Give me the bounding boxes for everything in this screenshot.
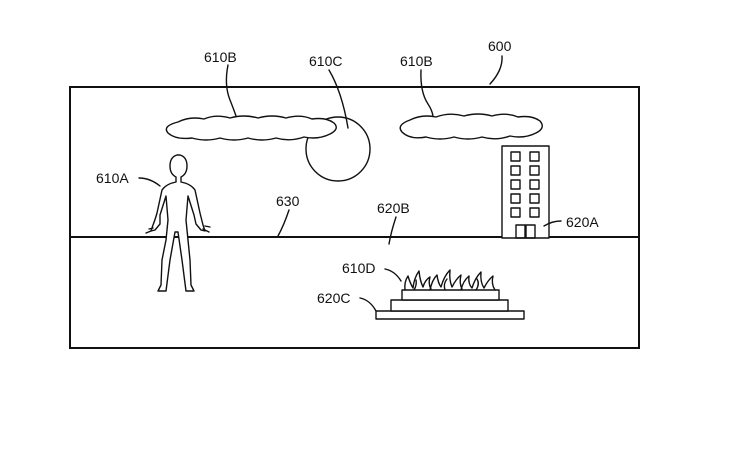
leader-scene bbox=[490, 56, 502, 84]
leader-ground bbox=[389, 217, 396, 244]
person-figure bbox=[146, 155, 210, 291]
fire-shape bbox=[405, 270, 495, 290]
cloud-left-shape bbox=[166, 116, 336, 140]
leader-cloud-left bbox=[226, 65, 236, 116]
label-building: 620A bbox=[566, 214, 599, 230]
leader-cloud-right bbox=[421, 70, 433, 116]
cloud-right-shape bbox=[400, 114, 542, 139]
label-cloud-left: 610B bbox=[204, 49, 237, 65]
platform-shape bbox=[376, 290, 524, 319]
label-ground: 620B bbox=[377, 200, 410, 216]
label-sun: 610C bbox=[309, 53, 342, 69]
leader-platform bbox=[360, 298, 376, 311]
label-scene: 600 bbox=[488, 38, 512, 54]
label-horizon: 630 bbox=[276, 193, 300, 209]
building-shape bbox=[502, 146, 549, 238]
leader-person bbox=[139, 178, 160, 186]
label-fire: 610D bbox=[342, 260, 375, 276]
label-person: 610A bbox=[96, 170, 129, 186]
leader-fire bbox=[385, 269, 401, 281]
label-cloud-right: 610B bbox=[400, 53, 433, 69]
leader-horizon bbox=[278, 210, 289, 236]
label-platform: 620C bbox=[317, 290, 350, 306]
